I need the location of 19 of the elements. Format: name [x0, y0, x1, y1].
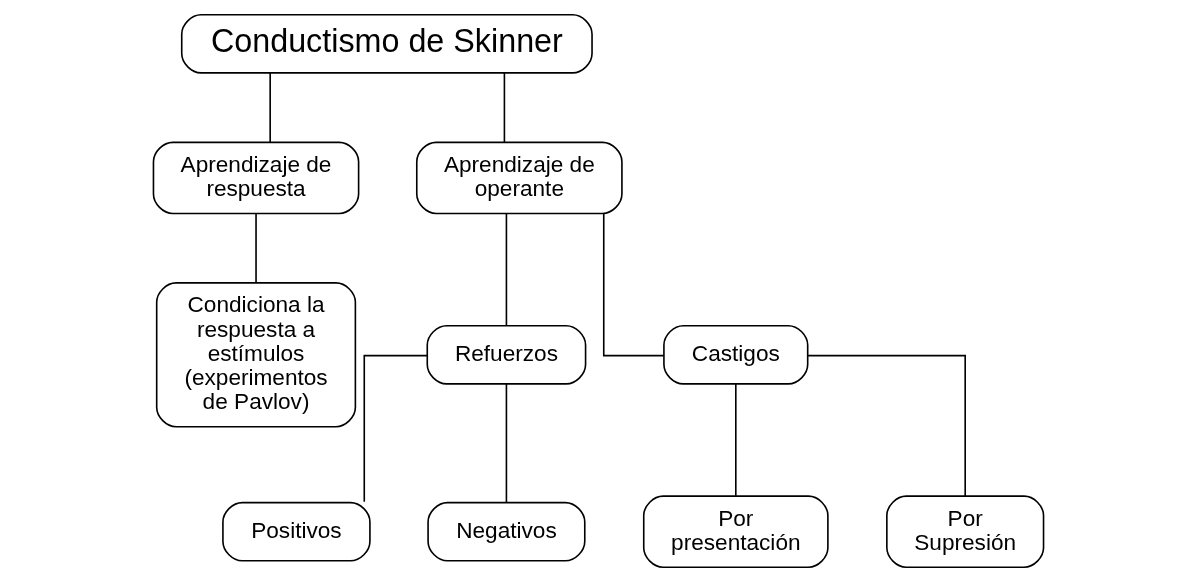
- node-box: Aprendizaje de operante: [415, 141, 623, 215]
- connector: [734, 383, 737, 497]
- connector: [505, 383, 507, 504]
- node-box: Refuerzos: [425, 324, 586, 385]
- node-box: Positivos: [221, 501, 371, 562]
- connector: [602, 213, 664, 357]
- connector: [254, 212, 257, 284]
- connector: [806, 354, 966, 497]
- connector: [503, 72, 505, 143]
- node-box: Negativos: [426, 501, 586, 562]
- node-box: Castigos: [662, 324, 808, 385]
- node-box: Por Supresión: [885, 495, 1044, 569]
- connector: [505, 212, 507, 327]
- node-box: Conductismo de Skinner: [180, 13, 593, 74]
- node-box: Por presentación: [642, 495, 829, 569]
- node-box: Aprendizaje de respuesta: [152, 141, 359, 215]
- node-box: Condiciona la respuesta a estímulos (experimentos de Pavlov): [155, 282, 356, 428]
- connector: [362, 354, 428, 503]
- connector: [268, 72, 271, 143]
